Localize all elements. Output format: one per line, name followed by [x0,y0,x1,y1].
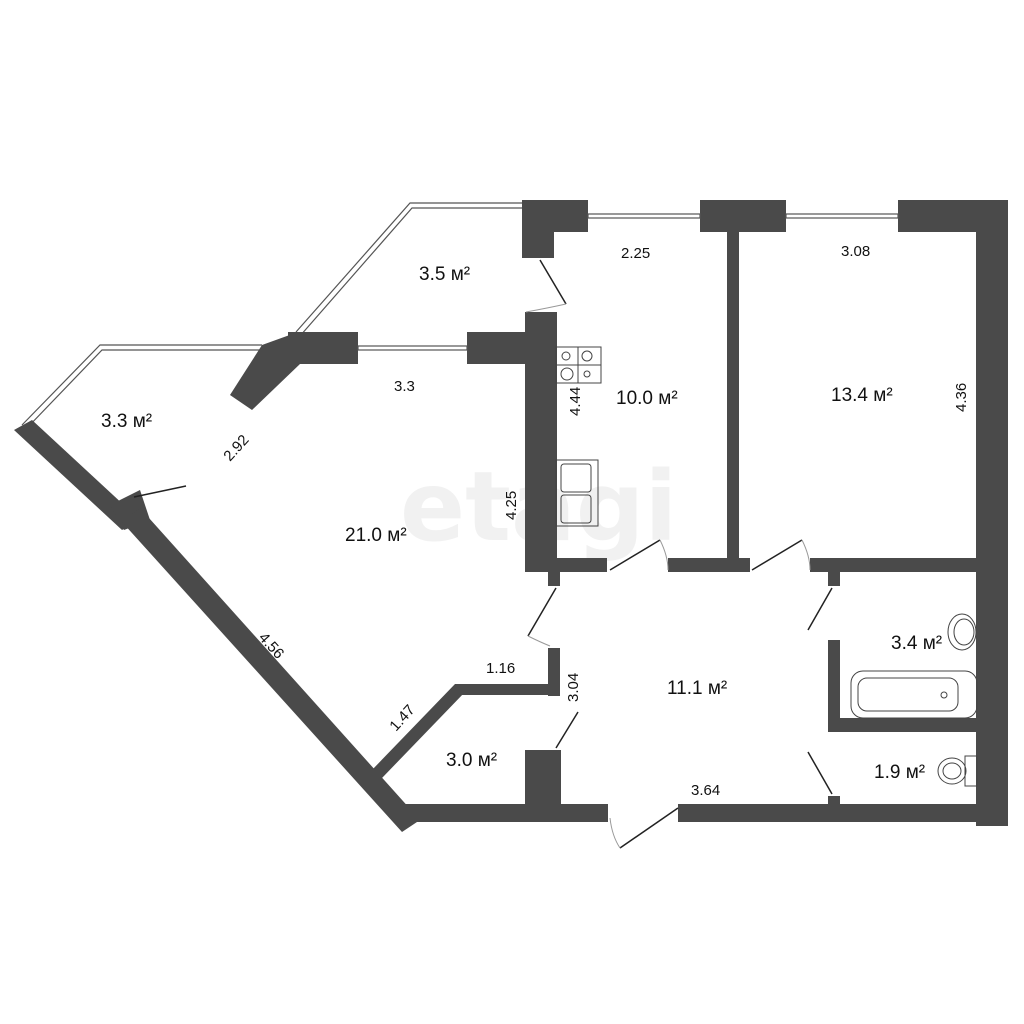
storage-area: 3.0 м² [446,750,497,771]
hallway-area: 11.1 м² [667,678,727,699]
bedroom-area: 13.4 м² [831,385,893,406]
walls [14,200,1008,832]
kitchen-width: 2.25 [621,245,650,262]
kitchen-length: 4.44 [567,387,584,416]
windows [357,213,899,351]
balcony-left-area: 3.3 м² [101,411,152,432]
hallway-length: 3.04 [565,673,582,702]
living-width: 3.3 [394,378,415,395]
balcony-wall: 2.92 [220,432,252,465]
living-room-area: 21.0 м² [345,525,407,546]
double-sink-icon [555,459,599,527]
doors [133,259,833,849]
bathtub-icon [850,670,978,719]
bedroom-length: 4.36 [953,383,970,412]
room-labels: 3.5 м² 3.3 м² 21.0 м² 10.0 м² 13.4 м² 11… [101,264,942,783]
balcony-glazing [21,202,522,430]
dimension-labels: 2.25 4.44 3.08 4.36 3.3 4.25 4.56 2.92 1… [220,243,970,799]
hallway-width: 3.64 [691,782,720,799]
bedroom-width: 3.08 [841,243,870,260]
storage-top: 1.16 [486,660,515,677]
living-length: 4.25 [503,491,520,520]
bathroom-area: 3.4 м² [891,633,942,654]
balcony-top-area: 3.5 м² [419,264,470,285]
washbasin-icon [947,613,977,651]
kitchen-area: 10.0 м² [616,388,678,409]
toilet-icon [937,755,978,787]
stove-icon [555,346,602,384]
toilet-area: 1.9 м² [874,762,925,783]
